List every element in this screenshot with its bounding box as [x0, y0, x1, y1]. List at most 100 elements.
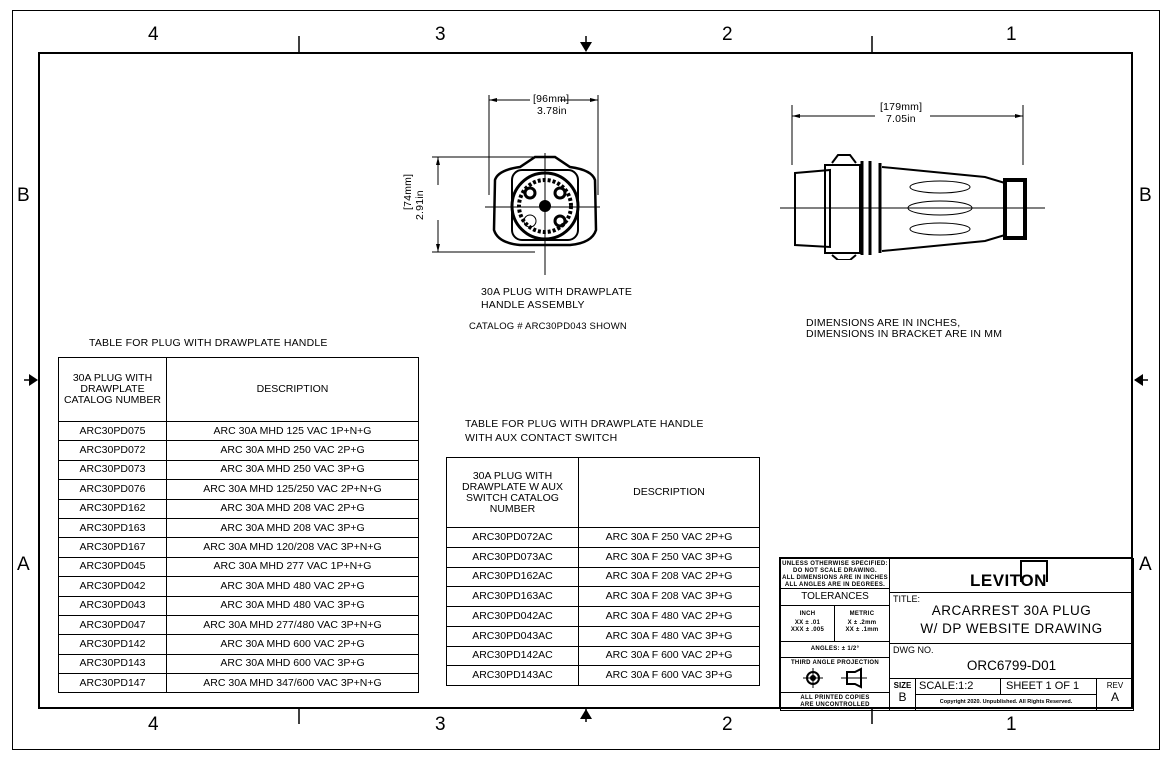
- length-mm-label: [179mm]: [880, 101, 923, 113]
- dimension-note-2: DIMENSIONS IN BRACKET ARE IN MM: [806, 328, 1003, 340]
- rev-value: A: [1110, 690, 1119, 704]
- copies-line: ALL PRINTED COPIES: [800, 695, 870, 701]
- zone-right-a: A: [1139, 554, 1152, 575]
- scale: SCALE:1:2: [915, 678, 1001, 695]
- table2-header-catalog: 30A PLUG WITH DRAWPLATE W AUX SWITCH CAT…: [446, 457, 579, 528]
- catalog-shown-caption: CATALOG # ARC30PD043 SHOWN: [469, 321, 627, 332]
- catalog-number-cell: ARC30PD143AC: [446, 665, 579, 686]
- table1-header-description: DESCRIPTION: [166, 357, 419, 422]
- catalog-number-cell: ARC30PD162AC: [446, 566, 579, 588]
- catalog-number-cell: ARC30PD143: [58, 653, 167, 675]
- width-in-label: 3.78in: [537, 105, 567, 117]
- catalog-number-cell: ARC30PD075: [58, 420, 167, 442]
- metric-label: METRIC: [849, 611, 875, 617]
- catalog-number-cell: ARC30PD147: [58, 673, 167, 694]
- catalog-number-cell: ARC30PD045: [58, 556, 167, 578]
- description-cell: ARC 30A F 480 VAC 3P+G: [578, 625, 760, 647]
- catalog-number-cell: ARC30PD076: [58, 479, 167, 500]
- catalog-number-cell: ARC30PD163: [58, 517, 167, 539]
- logo-mark: [1020, 560, 1048, 582]
- description-cell: ARC 30A F 250 VAC 2P+G: [578, 527, 760, 548]
- zone-bottom-3: 3: [435, 714, 446, 735]
- drawing-title-2: W/ DP WEBSITE DRAWING: [920, 621, 1103, 636]
- description-cell: ARC 30A MHD 480 VAC 2P+G: [166, 576, 419, 597]
- drawing-number: ORC6799-D01: [966, 658, 1057, 673]
- title-block: UNLESS OTHERWISE SPECIFIED: DO NOT SCALE…: [779, 557, 1134, 711]
- title-label: TITLE:: [893, 594, 921, 604]
- table2-header-description: DESCRIPTION: [578, 457, 760, 528]
- catalog-number-cell: ARC30PD072: [58, 440, 167, 461]
- catalog-number-cell: ARC30PD042: [58, 576, 167, 597]
- description-cell: ARC 30A MHD 277 VAC 1P+N+G: [166, 556, 419, 578]
- copyright: Copyright 2020. Unpublished. All Rights …: [915, 694, 1097, 711]
- projection-box: THIRD ANGLE PROJECTION: [780, 657, 890, 693]
- spec-line: ALL DIMENSIONS ARE IN INCHES: [782, 575, 888, 581]
- spec-line: UNLESS OTHERWISE SPECIFIED:: [782, 561, 888, 567]
- description-cell: ARC 30A MHD 600 VAC 3P+G: [166, 653, 419, 675]
- description-cell: ARC 30A MHD 125 VAC 1P+N+G: [166, 420, 419, 442]
- uncontrolled-copies-note: ALL PRINTED COPIES ARE UNCONTROLLED: [780, 692, 890, 711]
- table2-title-2: WITH AUX CONTACT SWITCH: [465, 432, 618, 444]
- front-view-caption-2: HANDLE ASSEMBLY: [481, 299, 585, 311]
- description-cell: ARC 30A MHD 125/250 VAC 2P+N+G: [166, 479, 419, 500]
- description-cell: ARC 30A MHD 347/600 VAC 3P+N+G: [166, 673, 419, 694]
- description-cell: ARC 30A MHD 208 VAC 3P+G: [166, 517, 419, 539]
- catalog-number-cell: ARC30PD167: [58, 537, 167, 558]
- catalog-number-cell: ARC30PD142AC: [446, 645, 579, 667]
- spec-line: DO NOT SCALE DRAWING.: [793, 568, 877, 574]
- catalog-number-cell: ARC30PD073: [58, 459, 167, 481]
- zone-left-a: A: [17, 554, 30, 575]
- zone-bottom-2: 2: [722, 714, 733, 735]
- front-view-caption-1: 30A PLUG WITH DRAWPLATE: [481, 286, 633, 298]
- description-cell: ARC 30A F 250 VAC 3P+G: [578, 546, 760, 568]
- table2-title-1: TABLE FOR PLUG WITH DRAWPLATE HANDLE: [465, 418, 704, 430]
- inch-tol: XXX ± .005: [790, 627, 825, 633]
- zone-left-b: B: [17, 185, 30, 206]
- description-cell: ARC 30A MHD 120/208 VAC 3P+N+G: [166, 537, 419, 558]
- metric-tolerances: METRIC X ± .2mm XX ± .1mm: [834, 605, 890, 642]
- description-cell: ARC 30A F 600 VAC 3P+G: [578, 665, 760, 686]
- zone-right-b: B: [1139, 185, 1152, 206]
- size-value: B: [898, 690, 907, 704]
- zone-top-3: 3: [435, 24, 446, 45]
- side-view-drawing: [780, 105, 1045, 260]
- catalog-number-cell: ARC30PD043AC: [446, 625, 579, 647]
- description-cell: ARC 30A F 208 VAC 3P+G: [578, 586, 760, 607]
- catalog-number-cell: ARC30PD042AC: [446, 606, 579, 627]
- leviton-logo: LEVITON: [970, 571, 1047, 590]
- height-mm-label: [74mm]: [402, 173, 414, 210]
- metric-tol: X ± .2mm: [847, 620, 877, 626]
- dimension-note-1: DIMENSIONS ARE IN INCHES,: [806, 317, 961, 329]
- zone-top-1: 1: [1006, 24, 1017, 45]
- size-box: SIZE B: [889, 678, 916, 711]
- catalog-number-cell: ARC30PD043: [58, 595, 167, 616]
- front-view-drawing: [432, 95, 600, 275]
- description-cell: ARC 30A F 480 VAC 2P+G: [578, 606, 760, 627]
- angles-tolerance: ANGLES: ± 1/2°: [780, 641, 890, 658]
- aux-switch-catalog-table: 30A PLUG WITH DRAWPLATE W AUX SWITCH CAT…: [446, 457, 760, 686]
- zone-bottom-4: 4: [148, 714, 159, 735]
- zone-bottom-1: 1: [1006, 714, 1017, 735]
- description-cell: ARC 30A MHD 600 VAC 2P+G: [166, 634, 419, 655]
- inch-label: INCH: [799, 611, 816, 617]
- copies-line: ARE UNCONTROLLED: [800, 702, 870, 708]
- metric-tol: XX ± .1mm: [845, 627, 879, 633]
